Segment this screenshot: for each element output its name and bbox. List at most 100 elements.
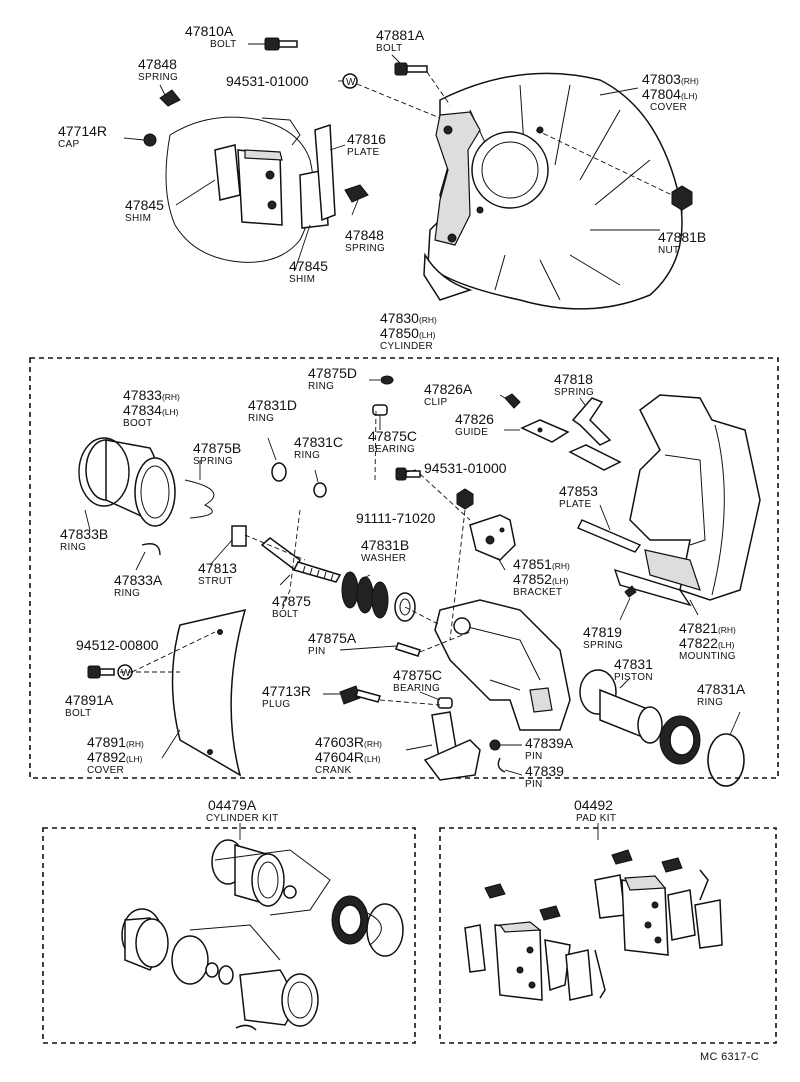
part-number: 47831D [248, 397, 297, 413]
part-number: 47818 [554, 371, 593, 387]
part-suffix: (RH) [364, 739, 382, 749]
part-name: BOLT [376, 43, 403, 54]
part-number: 47603R [315, 734, 364, 750]
pin-47839A-illustration [489, 739, 501, 751]
part-number: 47875D [308, 365, 357, 381]
washer-47831B-illustration [341, 571, 416, 622]
label-ring-47833B: 47833B RING [60, 526, 108, 553]
label-ring-47831D: 47831D RING [248, 397, 297, 424]
part-number: 47714R [58, 123, 107, 139]
part-number: 94512-00800 [76, 637, 159, 653]
part-number: 47845 [125, 197, 164, 213]
ring-47831A-illustration [707, 733, 745, 787]
pad-kit-box [439, 827, 777, 1044]
caliper-outline-top [165, 116, 314, 263]
part-name: BOLT [210, 39, 237, 50]
dust-cover-illustration [423, 72, 683, 310]
svg-text:47833(RH): 47833(RH) [123, 387, 180, 403]
part-name: PLATE [347, 147, 379, 158]
guide-47826-illustration [520, 419, 570, 443]
part-number: 47826A [424, 381, 473, 397]
diagram-code: MC 6317-C [700, 1051, 759, 1063]
label-bolt-47875: 47875 BOLT [272, 593, 311, 620]
label-washer-94512: 94512-00800 [76, 637, 159, 653]
pin-47839-illustration [497, 757, 506, 773]
part-number-2: 47804 [642, 86, 681, 102]
part-name: SPRING [193, 456, 233, 467]
part-suffix-2: (LH) [162, 407, 179, 417]
part-name: GUIDE [455, 427, 488, 438]
part-name: PLUG [262, 699, 290, 710]
pad-kit-illustration [464, 849, 723, 1001]
part-number: 47813 [198, 560, 237, 576]
part-name: RING [308, 381, 334, 392]
part-suffix: (RH) [718, 625, 736, 635]
label-shim-47845-left: 47845 SHIM [125, 197, 164, 224]
label-shim-47845-bottom: 47845 SHIM [289, 258, 328, 285]
clip-47826A-illustration [504, 393, 521, 409]
cap-47714R-illustration [143, 133, 157, 147]
label-cover-47891: 47891(RH) 47892(LH) COVER [87, 734, 144, 776]
part-name: MOUNTING [679, 651, 736, 662]
part-name: SPRING [345, 243, 385, 254]
label-spring-47848-right: 47848 SPRING [345, 227, 385, 254]
part-number-2: 47850 [380, 325, 419, 341]
svg-text:47821(RH): 47821(RH) [679, 620, 736, 636]
part-name: BOLT [65, 708, 92, 719]
label-cylinder-47830: 47830(RH) 47850(LH) CYLINDER [380, 310, 437, 352]
label-cylinder-kit-04479A: 04479A CYLINDER KIT [206, 797, 279, 840]
plug-47713R-illustration [339, 685, 381, 705]
spring-47848-right-illustration [344, 184, 369, 203]
bolt-47881A-illustration [394, 62, 428, 76]
label-spring-47819: 47819 SPRING [583, 624, 623, 651]
label-piston-47831: 47831 PISTON [614, 656, 653, 683]
svg-text:47852(LH): 47852(LH) [513, 571, 569, 587]
label-pin-47875A: 47875A PIN [308, 630, 357, 657]
label-plate-47853: 47853 PLATE [559, 483, 598, 510]
part-number: 47831 [614, 656, 653, 672]
part-number: 47830 [380, 310, 419, 326]
part-name: SPRING [138, 72, 178, 83]
caliper-cover-illustration [171, 608, 247, 777]
part-name: SHIM [289, 274, 315, 285]
ring-47833B-illustration [78, 437, 130, 507]
label-washer-94531-top: 94531-01000 [226, 73, 309, 89]
svg-text:47803(RH): 47803(RH) [642, 71, 699, 87]
part-name: COVER [87, 765, 124, 776]
strut-47813-illustration [231, 525, 247, 547]
part-name: RING [60, 542, 86, 553]
part-number: 94531-01000 [226, 73, 309, 89]
svg-text:47603R(RH): 47603R(RH) [315, 734, 382, 750]
label-cover-47803: 47803(RH) 47804(LH) COVER [642, 71, 699, 113]
label-washer-94531-mid: 94531-01000 [424, 460, 507, 476]
part-number: 94531-01000 [424, 460, 507, 476]
svg-text:47834(LH): 47834(LH) [123, 402, 179, 418]
label-ring-47831C: 47831C RING [294, 434, 343, 461]
svg-text:47804(LH): 47804(LH) [642, 86, 698, 102]
part-name: CYLINDER KIT [206, 813, 279, 824]
label-bracket-47851: 47851(RH) 47852(LH) BRACKET [513, 556, 570, 598]
part-number-2: 47852 [513, 571, 552, 587]
part-name: PLATE [559, 499, 591, 510]
label-boot-47833: 47833(RH) 47834(LH) BOOT [123, 387, 180, 429]
part-number: 47848 [345, 227, 384, 243]
bolt-47891A-illustration [87, 665, 115, 679]
part-number: 47851 [513, 556, 552, 572]
part-number: 47839A [525, 735, 574, 751]
label-strut-47813: 47813 STRUT [198, 560, 237, 587]
part-number: 47845 [289, 258, 328, 274]
label-spring-47848-top: 47848 SPRING [138, 56, 178, 83]
svg-text:47850(LH): 47850(LH) [380, 325, 436, 341]
piston-illustration [579, 669, 663, 744]
label-bearing-47875C-bottom: 47875C BEARING [393, 667, 442, 694]
part-name: CYLINDER [380, 341, 433, 352]
cylinder-assembly-box [29, 357, 779, 779]
part-name: CLIP [424, 397, 447, 408]
part-name: BEARING [393, 683, 440, 694]
part-name: RING [697, 697, 723, 708]
label-cap-47714R: 47714R CAP [58, 123, 107, 150]
part-name: BEARING [368, 444, 415, 455]
part-number: 47833B [60, 526, 108, 542]
part-name: NUT [658, 245, 679, 256]
label-pad-kit-04492: 04492 PAD KIT [574, 797, 616, 840]
